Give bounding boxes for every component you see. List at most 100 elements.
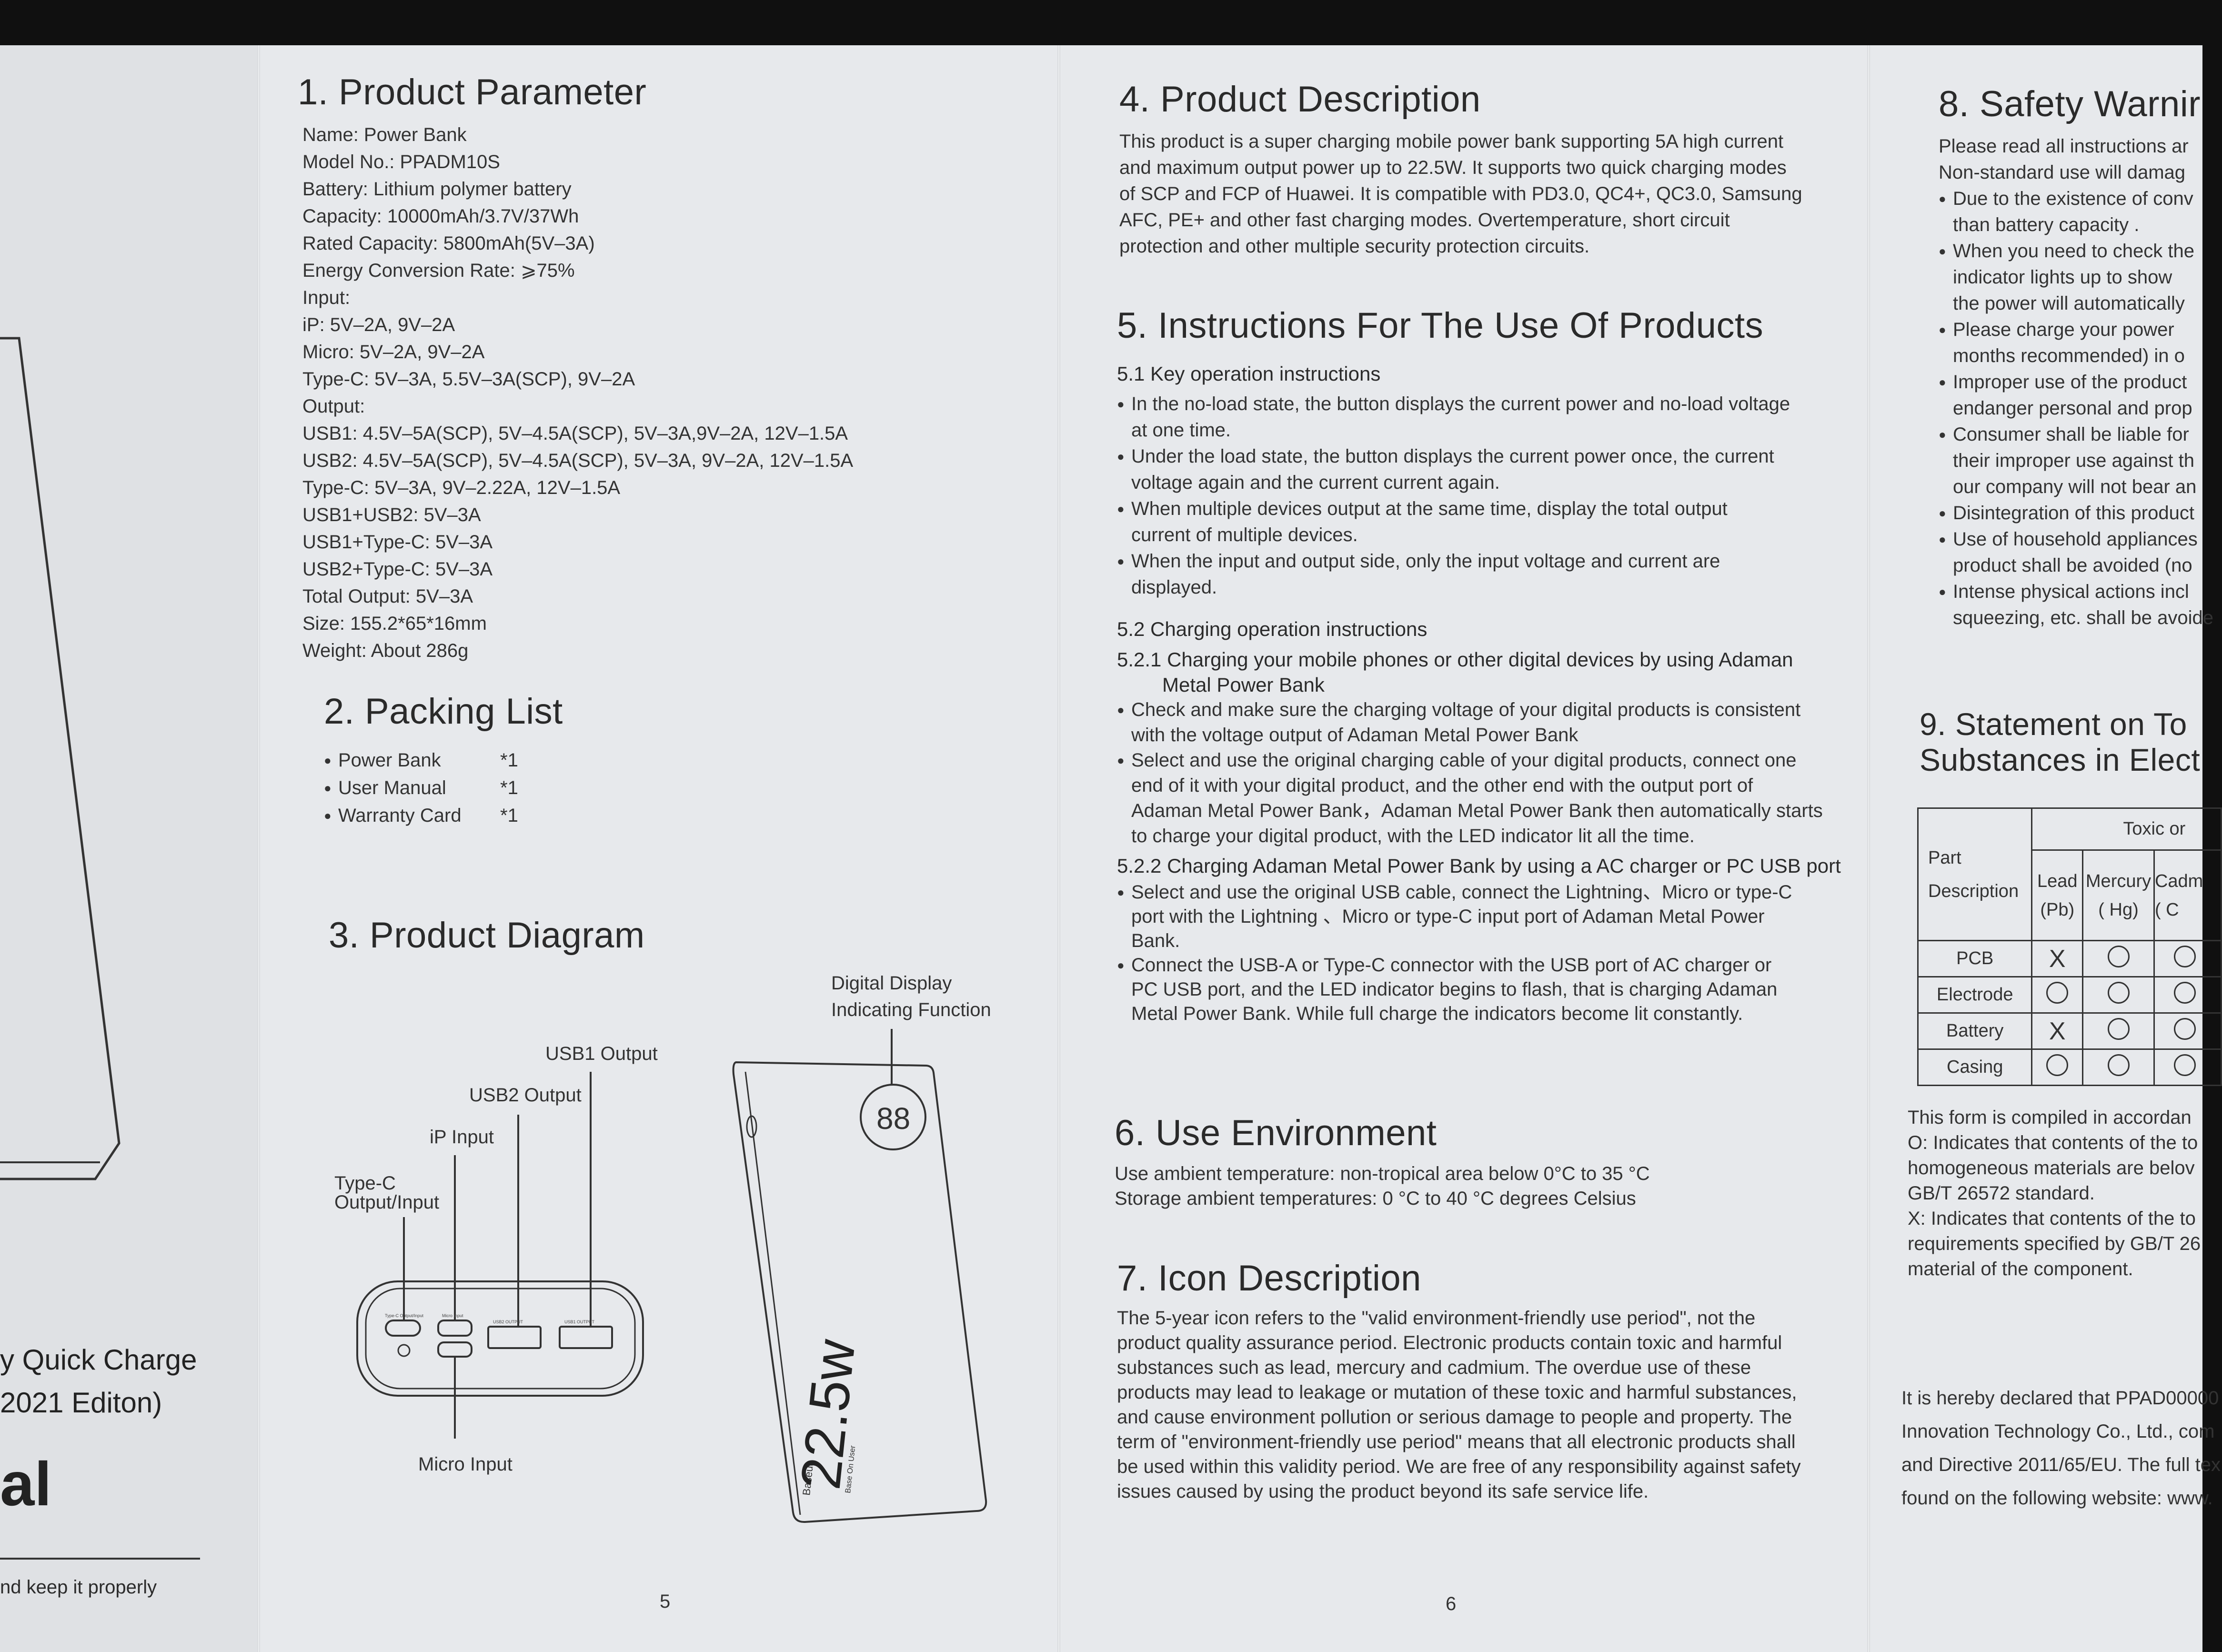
text-line: and cause environment pollution or serio… (1117, 1407, 1792, 1428)
cover-footer-text: nd keep it properly (0, 1577, 157, 1598)
table-cell: Electrode (1917, 976, 2033, 1014)
section-3-title-wrap: 3. Product Diagram (329, 915, 645, 956)
table-cell: Casing (1917, 1048, 2033, 1086)
list-item: When multiple devices output at the same… (1117, 496, 1841, 548)
param-line: USB2: 4.5V–5A(SCP), 5V–4.5A(SCP), 5V–3A,… (302, 450, 854, 471)
text-line: GB/T 26572 standard. (1908, 1183, 2095, 1204)
table-notes: This form is compiled in accordan O: Ind… (1908, 1105, 2202, 1282)
section-7-icon-description: 7. Icon Description The 5-year icon refe… (1117, 1258, 1801, 1504)
packing-item: User Manual*1 (324, 774, 562, 802)
table-cell (2153, 976, 2222, 1014)
text-line: This form is compiled in accordan (1908, 1107, 2192, 1128)
cover-title-big: al (0, 1449, 52, 1519)
text-line: and Directive 2011/65/EU. The full tex (1901, 1454, 2221, 1475)
param-line: Rated Capacity: 5800mAh(5V–3A) (302, 233, 595, 254)
declaration-text: It is hereby declared that PPAD00000 Inn… (1901, 1381, 2221, 1515)
text-line: and maximum output power up to 22.5W. It… (1119, 157, 1787, 178)
text-line: term of "environment-friendly use period… (1117, 1431, 1796, 1452)
text-line: found on the following website: www. (1901, 1488, 2213, 1509)
param-line: Model No.: PPADM10S (302, 151, 500, 172)
packing-item: Warranty Card*1 (324, 802, 562, 829)
usb2-output-label: USB2 Output (469, 1085, 582, 1106)
micro-input-label: Micro Input (418, 1454, 513, 1475)
typec-label-line-1: Type-C (334, 1173, 396, 1194)
list-item: Disintegration of this product (1939, 500, 2202, 526)
section-1-title: 1. Product Parameter (298, 72, 647, 112)
description-text: This product is a super charging mobile … (1119, 129, 1802, 260)
table-row: PCB X (1917, 940, 2222, 977)
fold-line (1867, 45, 1870, 1652)
section-4-product-description: 4. Product Description This product is a… (1119, 79, 1802, 260)
section-9-title-line-1: 9. Statement on To (1920, 706, 2187, 742)
param-line: Total Output: 5V–3A (302, 586, 473, 607)
param-line: Micro: 5V–2A, 9V–2A (302, 342, 485, 363)
cover-power-bank-outline (0, 337, 121, 1180)
display-label-line-2: Indicating Function (831, 999, 991, 1020)
param-line: USB1+USB2: 5V–3A (302, 504, 481, 525)
table-cell (2082, 1012, 2155, 1050)
table-col-lead: Lead(Pb) (2031, 849, 2084, 941)
table-col-cadmium: Cadm( C (2153, 849, 2222, 941)
section-6-use-environment: 6. Use Environment Use ambient temperatu… (1115, 1112, 1650, 1211)
param-line: Weight: About 286g (302, 640, 469, 661)
left-cover-panel (0, 45, 257, 1652)
param-line: Battery: Lithium polymer battery (302, 179, 572, 200)
key-operation-list: In the no-load state, the button display… (1117, 391, 1841, 601)
section-5-title: 5. Instructions For The Use Of Products (1117, 305, 1764, 346)
packing-item-qty: *1 (500, 805, 518, 826)
subsection-5-2-1-title-line-1: 5.2.1 Charging your mobile phones or oth… (1117, 648, 1793, 671)
packing-item-qty: *1 (500, 750, 518, 771)
table-cell (2082, 976, 2155, 1014)
product-diagram: Digital Display Indicating Function USB1… (334, 973, 991, 1523)
subsection-5-2-title: 5.2 Charging operation instructions (1117, 618, 1428, 640)
list-item: Under the load state, the button display… (1117, 443, 1841, 496)
text-line: material of the component. (1908, 1259, 2133, 1279)
table-cell (2153, 1048, 2222, 1086)
param-line: iP: 5V–2A, 9V–2A (302, 314, 455, 335)
table-header-group: Toxic or (2031, 807, 2222, 851)
circle-mark-icon (2173, 1054, 2196, 1076)
circle-mark-icon (2107, 1017, 2130, 1040)
table-row: Battery X (1917, 1012, 2222, 1050)
param-line: USB1+Type-C: 5V–3A (302, 532, 493, 553)
text-line: issues caused by using the product beyon… (1117, 1481, 1649, 1502)
text-line: O: Indicates that contents of the to (1908, 1132, 2198, 1153)
table-cell (2153, 940, 2222, 977)
ip-input-label: iP Input (430, 1127, 494, 1148)
table-cell (2031, 976, 2084, 1014)
param-line: Output: (302, 396, 365, 417)
subsection-5-2-2-title: 5.2.2 Charging Adaman Metal Power Bank b… (1117, 855, 1841, 877)
text-line: substances such as lead, mercury and cad… (1117, 1357, 1751, 1378)
page-number: 5 (660, 1591, 671, 1612)
table-cell (2082, 940, 2155, 977)
usb1-output-label: USB1 Output (545, 1043, 658, 1064)
param-line: Type-C: 5V–3A, 5.5V–3A(SCP), 9V–2A (302, 369, 635, 390)
section-7-title: 7. Icon Description (1117, 1258, 1421, 1299)
list-item: Select and use the original USB cable, c… (1117, 880, 1841, 953)
page-number: 6 (1446, 1593, 1457, 1614)
cover-divider (0, 1558, 200, 1560)
table-cell (2031, 1048, 2084, 1086)
section-2-packing-list: 2. Packing List Power Bank*1 User Manual… (324, 691, 563, 829)
table-col-mercury: Mercury( Hg) (2082, 849, 2155, 941)
parameter-list: Name: Power Bank Model No.: PPADM10S Bat… (302, 121, 853, 665)
list-item: Select and use the original charging cab… (1117, 748, 1841, 849)
circle-mark-icon (2046, 1054, 2069, 1076)
display-digits: 88 (876, 1101, 910, 1136)
cover-title-line-2: 2021 Editon) (0, 1387, 162, 1419)
circle-mark-icon (2173, 1017, 2196, 1040)
table-cell: PCB (1917, 940, 2033, 977)
table-cell: X (2031, 940, 2084, 977)
table-cell: Battery (1917, 1012, 2033, 1050)
list-item: Check and make sure the charging voltage… (1117, 697, 1841, 748)
param-line: Type-C: 5V–3A, 9V–2.22A, 12V–1.5A (302, 477, 621, 498)
table-cell (2153, 1012, 2222, 1050)
section-1-product-parameter: 1. Product Parameter Name: Power Bank Mo… (298, 71, 853, 665)
text-line: Please read all instructions ar (1939, 136, 2189, 157)
